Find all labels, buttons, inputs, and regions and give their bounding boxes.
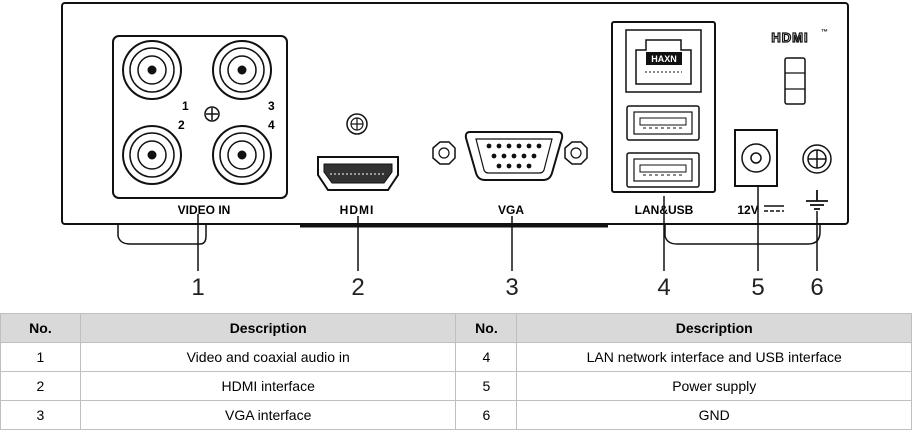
table-cell-no: 5: [455, 371, 518, 401]
bnc-connector-2: [122, 125, 182, 185]
header-no: No.: [455, 313, 518, 343]
callout-number-1: 1: [191, 274, 204, 301]
label-video-in: VIDEO IN: [178, 203, 231, 217]
table-cell-no: 3: [0, 400, 81, 430]
callout-number-5: 5: [751, 274, 764, 301]
bnc-number-1: 1: [182, 99, 189, 113]
usb-port-top: [626, 105, 700, 141]
bnc-number-2: 2: [178, 118, 185, 132]
ground-symbol-icon: [806, 190, 828, 210]
table-cell-description: GND: [516, 400, 912, 430]
table-cell-no: 1: [0, 342, 81, 372]
vga-thumbscrew-left: [432, 141, 456, 165]
dc-symbol-icon: [764, 205, 784, 212]
panel-screw-icon: [204, 106, 220, 122]
table-cell-no: 6: [455, 400, 518, 430]
callout-number-3: 3: [505, 274, 518, 301]
hdmi-screw-icon: [346, 113, 368, 135]
callout-number-2: 2: [351, 274, 364, 301]
table-cell-description: Video and coaxial audio in: [79, 342, 457, 372]
callout-number-6: 6: [810, 274, 823, 301]
ground-terminal: [802, 144, 832, 174]
hdmi-port: [317, 156, 399, 191]
callout-leader-lines: [197, 186, 818, 271]
bnc-number-4: 4: [268, 118, 275, 132]
header-no: No.: [0, 313, 81, 343]
table-row: 1 Video and coaxial audio in 4 LAN netwo…: [0, 342, 912, 372]
bnc-number-3: 3: [268, 99, 275, 113]
table-row: 2 HDMI interface 5 Power supply: [0, 371, 912, 401]
rear-panel-diagram: 1 3 2 4 VIDEO IN HDMI VGA: [61, 2, 849, 301]
vga-port: [464, 131, 564, 181]
table-cell-description: Power supply: [516, 371, 912, 401]
vga-thumbscrew-right: [564, 141, 588, 165]
table-cell-description: HDMI interface: [79, 371, 457, 401]
label-vga: VGA: [498, 203, 524, 217]
label-power: 12V: [737, 203, 758, 217]
video-in-panel: 1 3 2 4: [112, 35, 288, 199]
header-description: Description: [79, 313, 457, 343]
table-cell-no: 4: [455, 342, 518, 372]
description-table: No. Description No. Description 1 Video …: [0, 313, 912, 430]
header-description: Description: [516, 313, 912, 343]
hdmi-logo: HDMI: [771, 30, 808, 45]
label-hdmi: HDMI: [340, 203, 375, 217]
bnc-connector-1: [122, 40, 182, 100]
table-row: 3 VGA interface 6 GND: [0, 400, 912, 430]
table-cell-description: LAN network interface and USB interface: [516, 342, 912, 372]
usb-port-bottom: [626, 152, 700, 188]
release-tab: [784, 57, 806, 105]
rj45-port: HAXN: [625, 29, 702, 93]
table-cell-description: VGA interface: [79, 400, 457, 430]
bnc-connector-3: [212, 40, 272, 100]
callout-number-4: 4: [657, 274, 670, 301]
bnc-connector-4: [212, 125, 272, 185]
power-jack: [734, 129, 778, 187]
rj45-tag: HAXN: [651, 54, 677, 64]
trademark-icon: ™: [821, 29, 828, 36]
table-header-row: No. Description No. Description: [0, 313, 912, 343]
lan-usb-block: HAXN: [611, 21, 716, 193]
table-cell-no: 2: [0, 371, 81, 401]
device-feet: [117, 223, 821, 245]
